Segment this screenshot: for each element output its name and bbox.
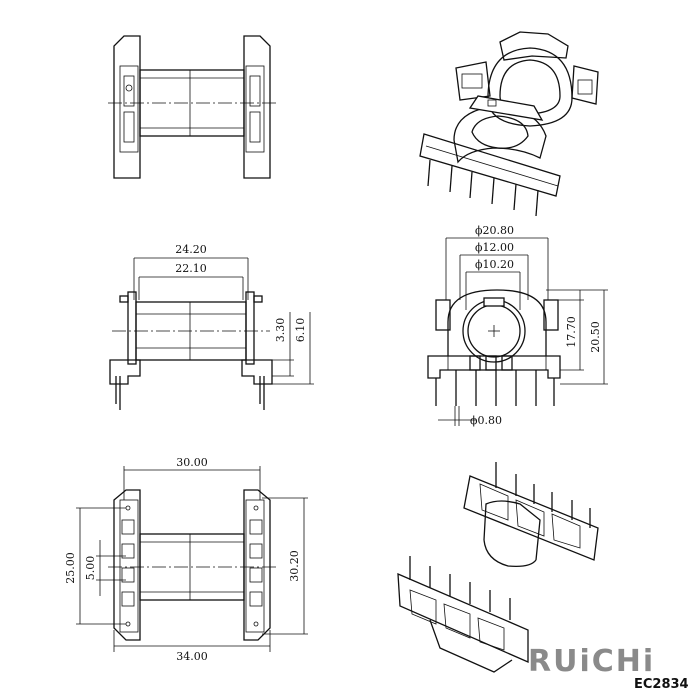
dim-dia-inner: ϕ10.20 (475, 258, 514, 271)
dim-front-h1: 17.70 (565, 316, 578, 348)
dim-side-h2: 6.10 (294, 318, 307, 343)
front-view: ϕ20.80 ϕ12.00 ϕ10.20 17.70 (427, 224, 608, 427)
dim-bottom-h-right: 30.20 (288, 550, 301, 582)
bottom-view: 30.00 25.00 (64, 456, 308, 663)
dim-pin-dia: ϕ0.80 (470, 414, 502, 427)
isometric-view-bottom (397, 462, 599, 673)
side-view: 24.20 22.10 3.30 6.10 (109, 243, 314, 410)
dim-bottom-pitch: 5.00 (84, 556, 97, 581)
dim-dia-core: ϕ12.00 (475, 241, 514, 254)
dim-side-overall: 24.20 (175, 243, 207, 256)
bottom-right-pads (249, 505, 263, 627)
dim-side-h1: 3.30 (274, 318, 287, 343)
dim-dia-flange: ϕ20.80 (475, 224, 514, 237)
dim-side-inner: 22.10 (175, 262, 207, 275)
brand-logo: RUiCHi (528, 644, 655, 679)
dim-front-h2: 20.50 (589, 321, 602, 353)
isometric-view-top (419, 31, 599, 217)
model-label: EC2834 (634, 677, 689, 692)
top-view (108, 35, 276, 179)
bottom-left-pads (121, 505, 135, 627)
dim-bottom-width-bottom: 34.00 (176, 650, 208, 663)
dim-bottom-width-top: 30.00 (176, 456, 208, 469)
dim-bottom-h-outer: 25.00 (64, 552, 77, 584)
